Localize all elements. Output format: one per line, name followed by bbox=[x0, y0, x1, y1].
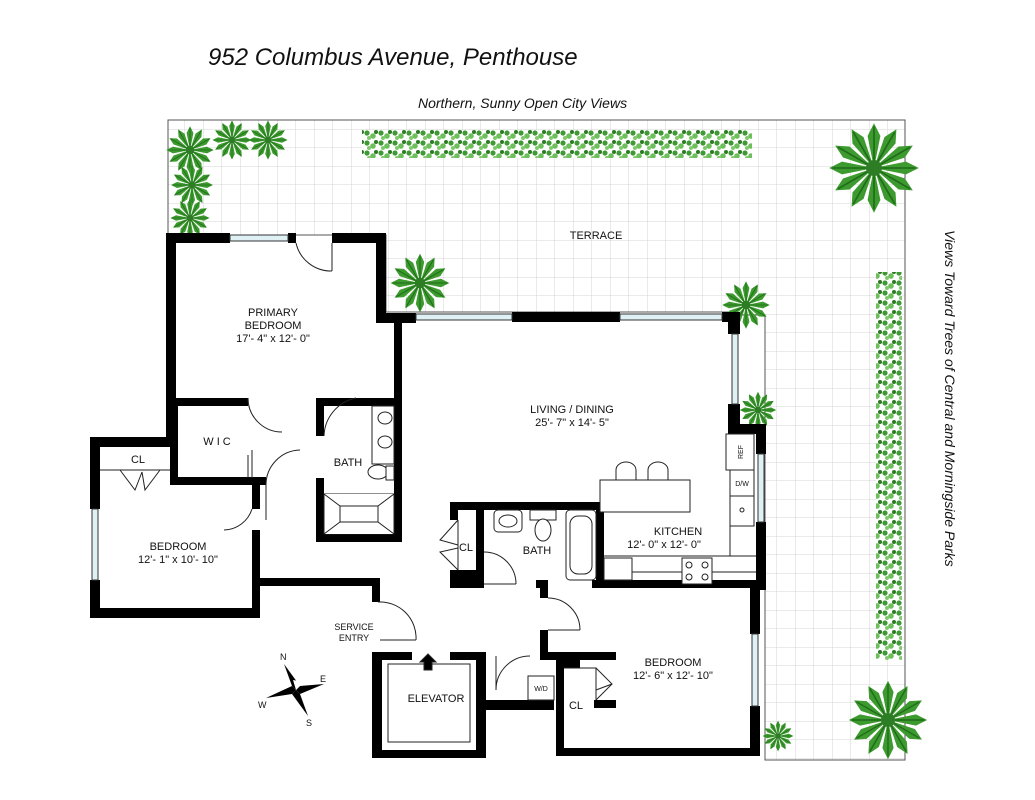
hedge-east bbox=[876, 272, 902, 660]
stove-icon bbox=[681, 557, 713, 585]
east-closet-label: CL bbox=[569, 700, 583, 712]
elevator-label: ELEVATOR bbox=[408, 693, 465, 705]
fixtures bbox=[100, 405, 756, 743]
primary-bedroom-label: PRIMARY bbox=[248, 307, 299, 319]
hedge-north bbox=[362, 130, 752, 158]
page-title: 952 Columbus Avenue, Penthouse bbox=[208, 44, 578, 71]
toilet-icon bbox=[367, 464, 389, 480]
windows bbox=[91, 234, 765, 707]
kitchen-dim: 12'- 0" x 12'- 0" bbox=[627, 539, 701, 551]
primary-bedroom-label-2: BEDROOM bbox=[245, 320, 302, 332]
washer-dryer-label: W/D bbox=[534, 686, 548, 693]
east-bedroom-label: BEDROOM bbox=[645, 657, 702, 669]
refrigerator-label: REF bbox=[738, 445, 745, 459]
hall-closet-label: CL bbox=[459, 542, 473, 554]
compass-s: S bbox=[306, 718, 312, 728]
sink-icon bbox=[377, 411, 393, 425]
west-bedroom-dim: 12'- 1" x 10'- 10" bbox=[138, 554, 218, 566]
walls bbox=[90, 233, 766, 758]
compass-e: E bbox=[320, 674, 326, 684]
east-bedroom-dim: 12'- 6" x 12'- 10" bbox=[633, 670, 713, 682]
dishwasher bbox=[729, 469, 755, 497]
terrace-label: TERRACE bbox=[570, 230, 623, 242]
compass-n: N bbox=[280, 652, 287, 662]
west-bedroom-label: BEDROOM bbox=[150, 541, 207, 553]
stool-icon bbox=[615, 461, 669, 481]
service-entry-label: SERVICE bbox=[334, 622, 373, 632]
counter bbox=[603, 557, 633, 581]
west-closet-label: CL bbox=[131, 454, 145, 466]
elevator-arrow-icon bbox=[418, 653, 438, 671]
kitchen-island bbox=[599, 479, 691, 513]
sink-icon bbox=[377, 435, 393, 449]
living-dining-dim: 25'- 7" x 14'- 5" bbox=[535, 417, 609, 429]
kitchen-label: KITCHEN bbox=[654, 526, 702, 538]
north-view-caption: Northern, Sunny Open City Views bbox=[418, 95, 628, 111]
washer-dryer bbox=[527, 675, 555, 701]
primary-bedroom-dim: 17'- 4" x 12'- 0" bbox=[236, 333, 310, 345]
dishwasher-label: D/W bbox=[735, 481, 749, 488]
toilet-icon bbox=[534, 518, 552, 542]
east-view-caption-wrap: Views Toward Trees of Central and Mornin… bbox=[942, 230, 962, 610]
compass-rose-icon: N E S W bbox=[258, 652, 326, 728]
wic-label: W I C bbox=[203, 436, 231, 448]
east-view-caption: Views Toward Trees of Central and Mornin… bbox=[942, 230, 958, 567]
terrace bbox=[167, 119, 906, 761]
primary-bath-label: BATH bbox=[334, 457, 363, 469]
refrigerator bbox=[725, 433, 755, 471]
living-dining-label: LIVING / DINING bbox=[530, 404, 614, 416]
doors bbox=[119, 242, 613, 701]
toilet-tank bbox=[385, 465, 395, 481]
service-entry-label-2: ENTRY bbox=[339, 633, 369, 643]
elevator-cab bbox=[387, 663, 471, 743]
hall-bath-label: BATH bbox=[523, 545, 552, 557]
compass-w: W bbox=[258, 700, 267, 710]
